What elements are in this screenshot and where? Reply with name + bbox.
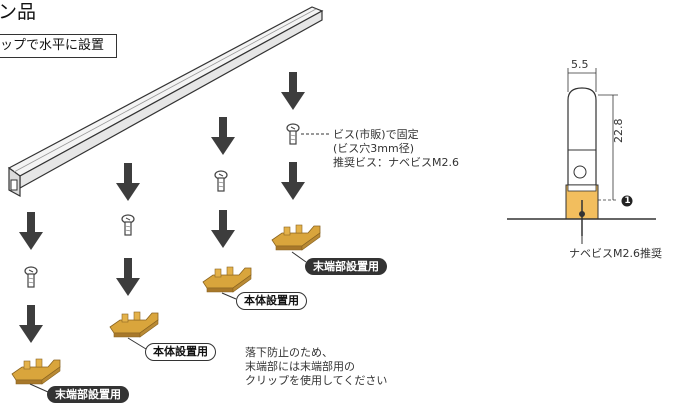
page-title: ン品 [0, 1, 37, 23]
marker-number: 1 [624, 196, 631, 206]
down-arrow-icon [19, 305, 43, 343]
height-dimension-label: 22.8 [612, 118, 625, 144]
body-mount-label: 本体設置用 [236, 292, 307, 310]
screw-icon [214, 170, 228, 192]
body-mount-label: 本体設置用 [145, 343, 216, 361]
end-clip-icon [11, 358, 61, 385]
screw-note-line1: ビス(市販)で固定 [333, 128, 419, 141]
down-arrow-icon [116, 163, 140, 201]
screw-note-line3: 推奨ビス：ナベビスM2.6 [333, 156, 459, 169]
screw-icon [24, 266, 38, 288]
body-clip-icon [109, 311, 159, 338]
subtitle-box: ップで水平に設置 [0, 34, 117, 58]
end-mount-label: 末端部設置用 [305, 258, 387, 275]
width-dimension-label: 5.5 [571, 58, 589, 71]
down-arrow-icon [281, 162, 305, 200]
caution-line3: クリップを使用してください [245, 374, 388, 387]
caution-note: 落下防止のため、 末端部には末端部用の クリップを使用してください [245, 346, 387, 388]
down-arrow-icon [116, 258, 140, 296]
end-mount-label: 末端部設置用 [47, 386, 129, 403]
caution-line2: 末端部には末端部用の [245, 360, 355, 373]
down-arrow-icon [281, 72, 305, 110]
detail-drawing [507, 68, 656, 244]
subtitle-text: ップで水平に設置 [0, 38, 105, 53]
down-arrow-icon [211, 117, 235, 155]
down-arrow-icon [211, 210, 235, 248]
body-clip-icon [202, 266, 252, 293]
screw-note-line2: (ビス穴3mm径) [333, 142, 415, 155]
end-clip-icon [271, 224, 321, 251]
screw-note: ビス(市販)で固定 (ビス穴3mm径) 推奨ビス：ナベビスM2.6 [333, 128, 459, 170]
screw-caption: ナベビスM2.6推奨 [569, 247, 662, 260]
caution-line1: 落下防止のため、 [245, 346, 333, 359]
down-arrow-icon [19, 212, 43, 250]
screw-icon [286, 123, 300, 145]
screw-icon [121, 214, 135, 236]
rail-light-bar [7, 6, 324, 198]
